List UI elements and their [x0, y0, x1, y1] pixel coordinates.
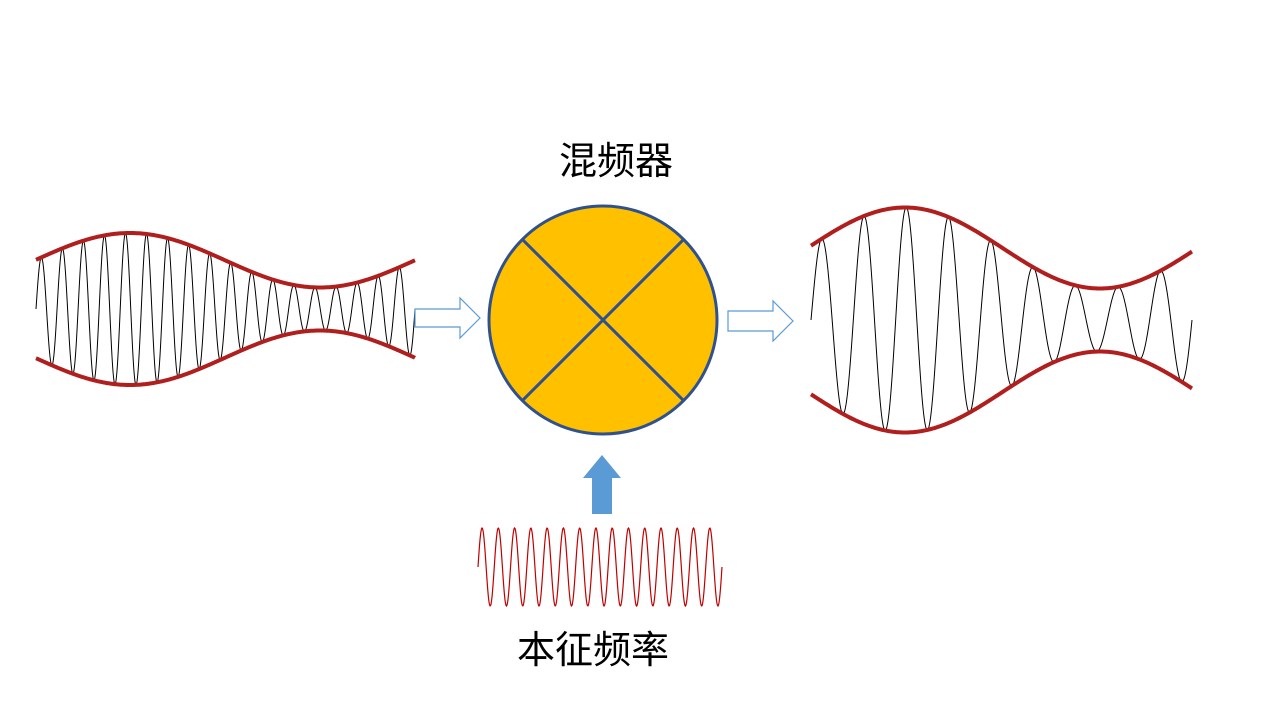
mixer-cross-line [521, 238, 685, 402]
input-arrow-icon [414, 296, 481, 340]
mixer-label: 混频器 [559, 139, 673, 183]
output-envelope-upper [809, 205, 1194, 291]
input-carrier-wave [35, 232, 416, 386]
lo-label: 本征频率 [517, 628, 669, 672]
input-envelope-lower [35, 328, 417, 387]
input-signal [35, 231, 417, 387]
input-envelope-upper [35, 231, 416, 290]
output-signal [809, 205, 1194, 435]
output-envelope-lower [809, 349, 1194, 435]
mixer-symbol [487, 204, 719, 436]
output-arrow-icon [727, 299, 794, 343]
output-carrier-wave [810, 207, 1193, 431]
local-oscillator-wave [477, 526, 723, 608]
lo-up-arrow-icon [583, 455, 621, 514]
